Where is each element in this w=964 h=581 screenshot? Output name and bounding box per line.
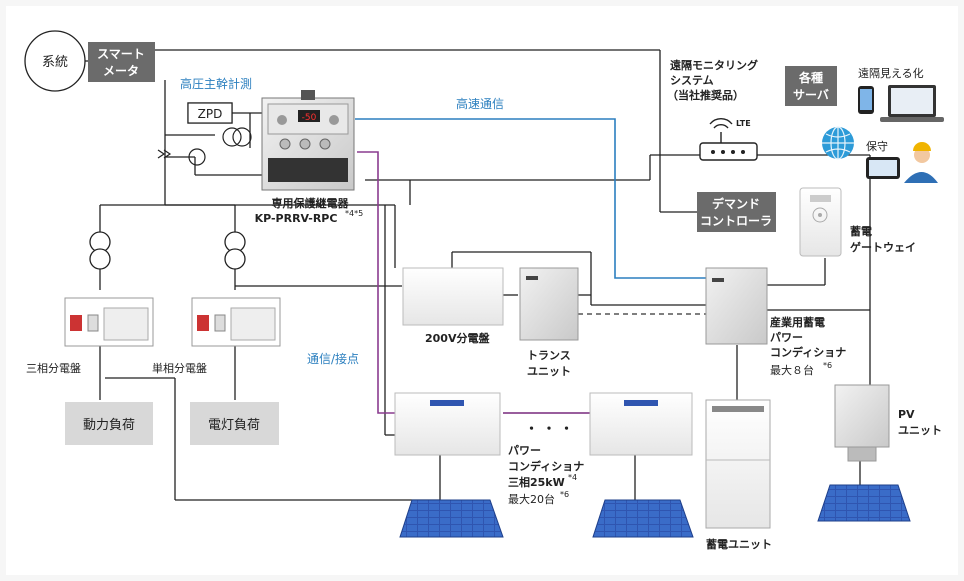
highspeed-line xyxy=(355,118,706,279)
relay-note: *4*5 xyxy=(345,209,363,218)
ind-pcs-1: 産業用蓄電 xyxy=(770,315,825,329)
smart-meter: スマート メータ xyxy=(88,42,155,82)
ind-pcs-3: コンディショナ xyxy=(770,345,846,359)
pcs-unit-2 xyxy=(589,392,693,456)
power-lines xyxy=(85,49,871,501)
remote-monitor-3: （当社推奨品） xyxy=(667,88,744,102)
remote-monitor-1: 遠隔モニタリング xyxy=(670,58,758,72)
pv-unit-2: ユニット xyxy=(898,424,942,437)
pv-unit-1: PV xyxy=(898,408,915,421)
hv-trunk-label: 高圧主幹計測 xyxy=(180,76,252,91)
svg-text:-50: -50 xyxy=(302,113,317,123)
power-load-box: 動力負荷 xyxy=(65,402,153,445)
zpd-box: ZPD xyxy=(187,102,233,124)
storage-gateway xyxy=(799,187,842,257)
light-load-box: 電灯負荷 xyxy=(190,402,279,445)
technician-icon xyxy=(866,142,938,183)
smart-meter-line2: メータ xyxy=(103,64,139,78)
pcs-unit-1 xyxy=(394,392,501,456)
comm-line xyxy=(357,151,395,414)
demand-1: デマンド xyxy=(712,196,760,211)
router-icon xyxy=(699,118,758,161)
single-phase-panel xyxy=(191,297,281,347)
pv-unit xyxy=(834,384,890,462)
servers-1: 各種 xyxy=(798,70,823,85)
ind-pcs-2: パワー xyxy=(770,331,803,344)
pcs-1: パワー xyxy=(508,444,541,457)
ct-icon xyxy=(157,127,252,166)
smart-meter-line1: スマート xyxy=(97,47,145,61)
three-phase-panel xyxy=(64,297,154,347)
ind-pcs-note: *6 xyxy=(823,361,832,370)
storage-unit xyxy=(705,399,771,529)
globe-icon xyxy=(822,126,854,160)
transformer-icon xyxy=(89,231,246,270)
solar-panel-icon xyxy=(399,484,911,538)
storage-unit-label: 蓄電ユニット xyxy=(706,537,772,551)
demand-controller: デマンド コントローラ xyxy=(697,192,776,232)
light-load-label: 電灯負荷 xyxy=(208,418,260,433)
grid-node: 系統 xyxy=(24,30,86,92)
relay-model: KP-PRRV-RPC xyxy=(255,212,338,225)
pcs-5: 最大20台 xyxy=(508,492,555,506)
grid-label: 系統 xyxy=(42,55,68,70)
servers-box: 各種 サーバ xyxy=(785,66,837,106)
servers-2: サーバ xyxy=(793,88,829,102)
pcs-note-1: *4 xyxy=(568,473,577,482)
pcs-dots: ・ ・ ・ xyxy=(525,422,573,437)
three-phase-label: 三相分電盤 xyxy=(26,362,81,375)
zpd-label: ZPD xyxy=(198,107,223,121)
pcs-note-2: *6 xyxy=(560,490,569,499)
gateway-2: ゲートウェイ xyxy=(850,240,916,254)
highspeed-label: 高速通信 xyxy=(456,96,504,111)
laptop-icon xyxy=(880,85,944,122)
panel-200v xyxy=(402,267,504,326)
demand-2: コントローラ xyxy=(700,214,772,228)
smartphone-icon xyxy=(858,86,874,114)
lte-label: LTE xyxy=(736,119,751,128)
remote-view-label: 遠隔見える化 xyxy=(858,66,924,80)
power-load-label: 動力負荷 xyxy=(83,418,135,433)
protection-relay: -50 xyxy=(261,90,355,191)
relay-name: 専用保護継電器 xyxy=(272,196,350,210)
comm-label: 通信/接点 xyxy=(307,351,359,366)
pcs-2: コンディショナ xyxy=(508,459,584,473)
industrial-pcs xyxy=(705,267,768,345)
remote-monitor-2: システム xyxy=(670,74,714,87)
single-phase-label: 単相分電盤 xyxy=(152,361,207,375)
trans-unit xyxy=(519,267,579,341)
panel-200v-label: 200V分電盤 xyxy=(425,331,490,345)
trans-1: トランス xyxy=(527,349,571,362)
pcs-3: 三相25kW xyxy=(508,475,565,489)
gateway-1: 蓄電 xyxy=(850,224,872,238)
trans-2: ユニット xyxy=(527,365,571,378)
maintenance-label: 保守 xyxy=(866,139,888,153)
ind-pcs-4: 最大８台 xyxy=(770,363,814,377)
